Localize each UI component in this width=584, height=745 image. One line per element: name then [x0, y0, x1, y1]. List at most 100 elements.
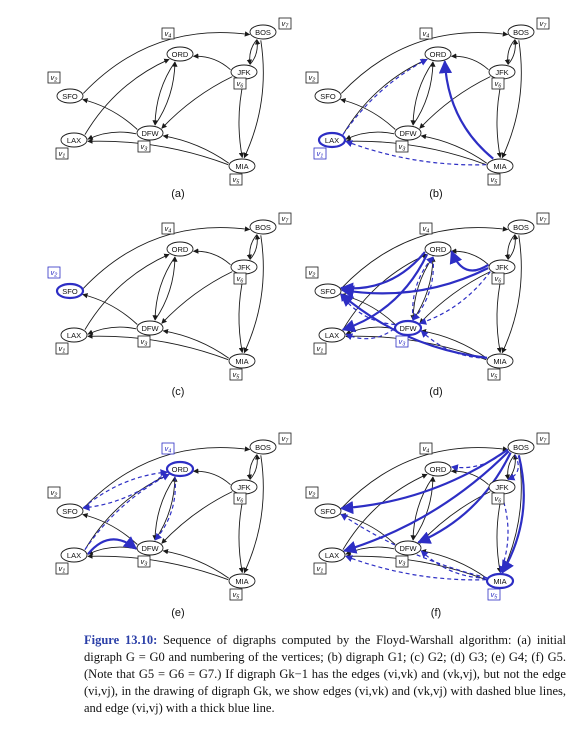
node-bos: BOS	[507, 24, 535, 40]
new-edge-BOS-LAX	[342, 450, 510, 554]
vertex-number-v4: v4	[161, 222, 175, 235]
svg-text:v1: v1	[59, 149, 66, 160]
node-label: LAX	[67, 551, 81, 560]
node-label: DFW	[141, 129, 159, 138]
edge-JFK-DFW	[161, 76, 233, 129]
vertex-number-v1: v1	[313, 342, 327, 355]
svg-text:v2: v2	[51, 268, 58, 279]
node-label: JFK	[495, 68, 508, 77]
edge-JFK-MIA	[238, 495, 245, 574]
vertex-number-v1: v1	[313, 147, 327, 160]
edge-ORD-DFW	[152, 61, 176, 126]
node-label: SFO	[62, 92, 78, 101]
edge-JFK-BOS	[507, 39, 519, 65]
vertex-number-v3: v3	[395, 335, 409, 348]
new-edge-BOS-DFW	[417, 452, 512, 544]
edge-ORD-DFW	[410, 476, 434, 541]
svg-text:v1: v1	[59, 344, 66, 355]
svg-text:v4: v4	[165, 444, 172, 455]
node-sfo: SFO	[314, 503, 342, 519]
vertex-number-v2: v2	[305, 71, 319, 84]
edge-SFO-BOS	[340, 446, 509, 509]
node-lax: LAX	[318, 327, 346, 343]
edge-SFO-BOS	[82, 226, 251, 289]
edge-JFK-MIA	[238, 275, 245, 354]
vertex-number-v7: v7	[536, 17, 550, 30]
vertex-number-v6: v6	[233, 492, 247, 505]
svg-text:v4: v4	[423, 224, 430, 235]
new-edge-MIA-SFO	[339, 293, 488, 359]
edge-ORD-DFW	[152, 256, 176, 321]
edge-JFK-BOS	[249, 454, 261, 480]
edge-SFO-BOS	[340, 31, 509, 94]
node-label: BOS	[513, 443, 529, 452]
vertex-number-v3: v3	[137, 140, 151, 153]
svg-text:v7: v7	[282, 214, 290, 225]
node-label: ORD	[172, 465, 189, 474]
node-label: SFO	[320, 287, 336, 296]
edge-DFW-LAX	[87, 326, 137, 335]
node-label: LAX	[325, 551, 339, 560]
edge-JFK-BOS	[507, 234, 519, 260]
node-label: JFK	[237, 263, 250, 272]
node-label: MIA	[235, 162, 248, 171]
via-edge-BOS-JFK	[507, 454, 519, 481]
svg-text:v1: v1	[317, 344, 324, 355]
vertex-number-v6: v6	[233, 272, 247, 285]
svg-text:v3: v3	[141, 337, 149, 348]
svg-text:v5: v5	[491, 370, 499, 381]
node-ord: ORD	[424, 241, 452, 257]
edge-MIA-LAX	[87, 333, 229, 361]
node-ord: ORD	[166, 241, 194, 257]
node-label: JFK	[237, 483, 250, 492]
edge-JFK-DFW	[161, 491, 233, 544]
edge-JFK-BOS	[249, 39, 261, 65]
node-label: SFO	[62, 507, 78, 516]
node-jfk: JFK	[230, 479, 258, 495]
svg-text:v7: v7	[282, 434, 290, 445]
svg-text:v6: v6	[495, 274, 503, 285]
node-ord: ORD	[165, 460, 195, 478]
svg-text:v5: v5	[233, 590, 241, 601]
node-lax: LAX	[60, 132, 88, 148]
svg-text:v3: v3	[141, 557, 149, 568]
svg-text:v7: v7	[540, 214, 548, 225]
svg-text:v7: v7	[540, 434, 548, 445]
vertex-number-v2: v2	[47, 266, 61, 279]
node-label: MIA	[493, 162, 506, 171]
new-edge-LAX-DFW	[87, 536, 138, 555]
node-mia: MIA	[228, 158, 256, 174]
panel-label: (a)	[171, 188, 184, 200]
edge-JFK-ORD	[192, 468, 231, 486]
vertex-number-v3: v3	[137, 555, 151, 568]
edge-MIA-LAX	[87, 553, 229, 581]
vertex-number-v3: v3	[137, 335, 151, 348]
edge-MIA-LAX	[345, 138, 487, 166]
svg-text:v4: v4	[165, 224, 172, 235]
node-label: DFW	[399, 129, 417, 138]
figure-caption: Figure 13.10: Sequence of digraphs compu…	[84, 632, 566, 717]
edge-JFK-MIA	[496, 495, 503, 574]
node-label: JFK	[237, 68, 250, 77]
node-mia: MIA	[486, 158, 514, 174]
via-edge-JFK-DFW	[419, 271, 491, 325]
vertex-number-v1: v1	[55, 562, 69, 575]
panel-label: (d)	[429, 386, 442, 398]
edge-MIA-LAX	[345, 553, 487, 581]
via-edge-MIA-LAX	[345, 555, 487, 581]
svg-text:v2: v2	[309, 268, 316, 279]
vertex-number-v4: v4	[161, 27, 175, 40]
edge-DFW-ORD	[412, 476, 436, 541]
node-label: BOS	[513, 223, 529, 232]
edge-DFW-ORD	[154, 61, 178, 126]
vertex-number-v6: v6	[491, 272, 505, 285]
vertex-number-v2: v2	[47, 71, 61, 84]
node-label: DFW	[399, 324, 417, 333]
vertex-number-v6: v6	[491, 77, 505, 90]
caption-lead: Figure 13.10:	[84, 633, 158, 647]
svg-text:v3: v3	[399, 142, 407, 153]
node-dfw: DFW	[136, 320, 164, 336]
node-label: ORD	[430, 245, 447, 254]
vertex-number-v5: v5	[487, 173, 501, 186]
